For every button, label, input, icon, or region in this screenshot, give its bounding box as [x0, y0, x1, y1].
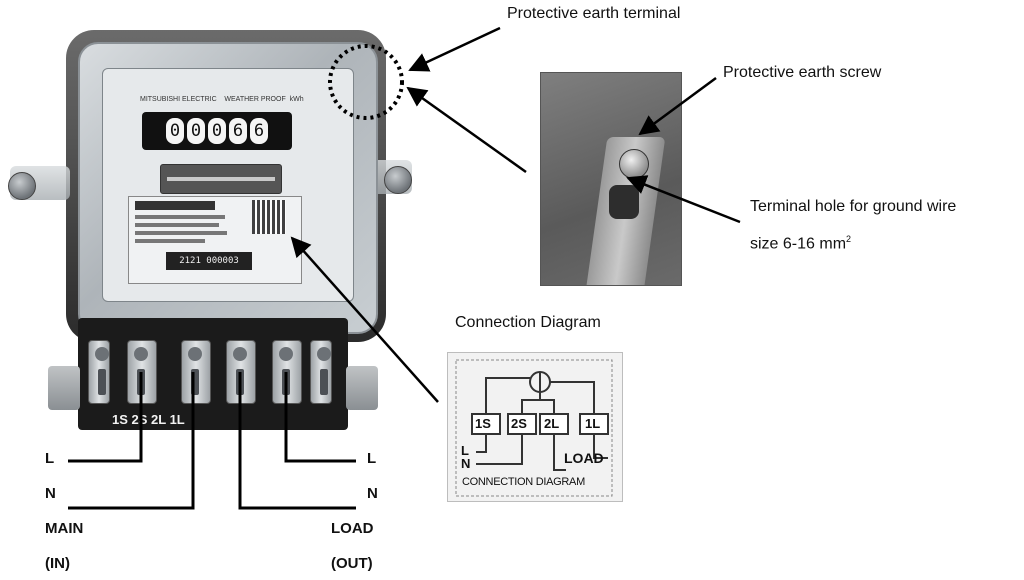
earth-terminal-highlight-circle	[328, 44, 404, 120]
meter-brand-text: MITSUBISHI ELECTRIC WEATHER PROOF kWh	[140, 96, 304, 103]
register-digit: 6	[250, 118, 268, 144]
label-wire-size-text: size 6-16 mm	[750, 235, 847, 253]
label-load-out: (OUT)	[331, 555, 373, 572]
earth-screw-inset-photo	[540, 72, 682, 286]
terminal-earth-right	[310, 340, 332, 404]
label-connection-diagram: Connection Diagram	[455, 314, 601, 331]
arrow-connection-diagram	[290, 236, 439, 403]
label-main-n: N	[45, 485, 56, 502]
label-load-l: L	[367, 450, 377, 467]
register-digit: 0	[166, 118, 184, 144]
label-load: LOAD	[331, 520, 374, 537]
terminal-earth-left	[88, 340, 110, 404]
label-main: MAIN	[45, 520, 84, 537]
diagram-terminal-2s: 2S	[511, 416, 527, 431]
label-wire-size-superscript: 2	[846, 234, 852, 244]
diagram-terminal-2l: 2L	[544, 416, 560, 431]
label-main-l: L	[45, 450, 55, 467]
arrow-inset-to-terminal	[406, 86, 527, 174]
wire-main-n	[68, 372, 195, 510]
label-wire-size: size 6-16 mm2	[750, 234, 851, 253]
diagram-n-label: N	[461, 456, 471, 471]
rotating-disc-window	[160, 164, 282, 194]
terminal-2s	[181, 340, 211, 404]
right-mount-bolt	[384, 166, 412, 194]
wiring-lines	[68, 372, 356, 510]
label-load-n: N	[367, 485, 378, 502]
register-digit: 6	[229, 118, 247, 144]
diagram-caption: CONNECTION DIAGRAM	[462, 476, 585, 488]
wire-load-n	[238, 372, 356, 510]
wire-main-l	[68, 372, 143, 463]
right-terminal-ear	[346, 366, 378, 410]
label-main-in: (IN)	[45, 555, 70, 572]
arrow-terminal-hole	[626, 175, 741, 224]
diagram-load-label: LOAD	[564, 450, 604, 466]
label-terminal-hole: Terminal hole for ground wire	[750, 198, 957, 215]
label-protective-earth-screw: Protective earth screw	[723, 64, 882, 81]
arrow-earth-terminal	[408, 26, 501, 72]
diagram-l-label: L	[461, 443, 469, 458]
register-digit: 0	[187, 118, 205, 144]
kwh-register: 0 0 0 6 6	[142, 112, 292, 150]
terminal-strip-labels: 1S 2S 2L 1L	[112, 412, 185, 427]
connection-diagram-drawing	[455, 359, 613, 497]
diagram-terminal-1s: 1S	[475, 416, 491, 431]
register-digit: 0	[208, 118, 226, 144]
terminal-block	[78, 318, 348, 430]
left-terminal-ear	[48, 366, 80, 410]
left-mount-bolt	[8, 172, 36, 200]
meter-serial-number: 2121 000003	[166, 252, 252, 270]
wire-load-l	[284, 372, 356, 463]
qr-code	[252, 200, 286, 234]
diagram-terminal-1l: 1L	[585, 416, 601, 431]
label-protective-earth-terminal: Protective earth terminal	[507, 5, 681, 22]
arrow-earth-screw	[638, 76, 717, 136]
